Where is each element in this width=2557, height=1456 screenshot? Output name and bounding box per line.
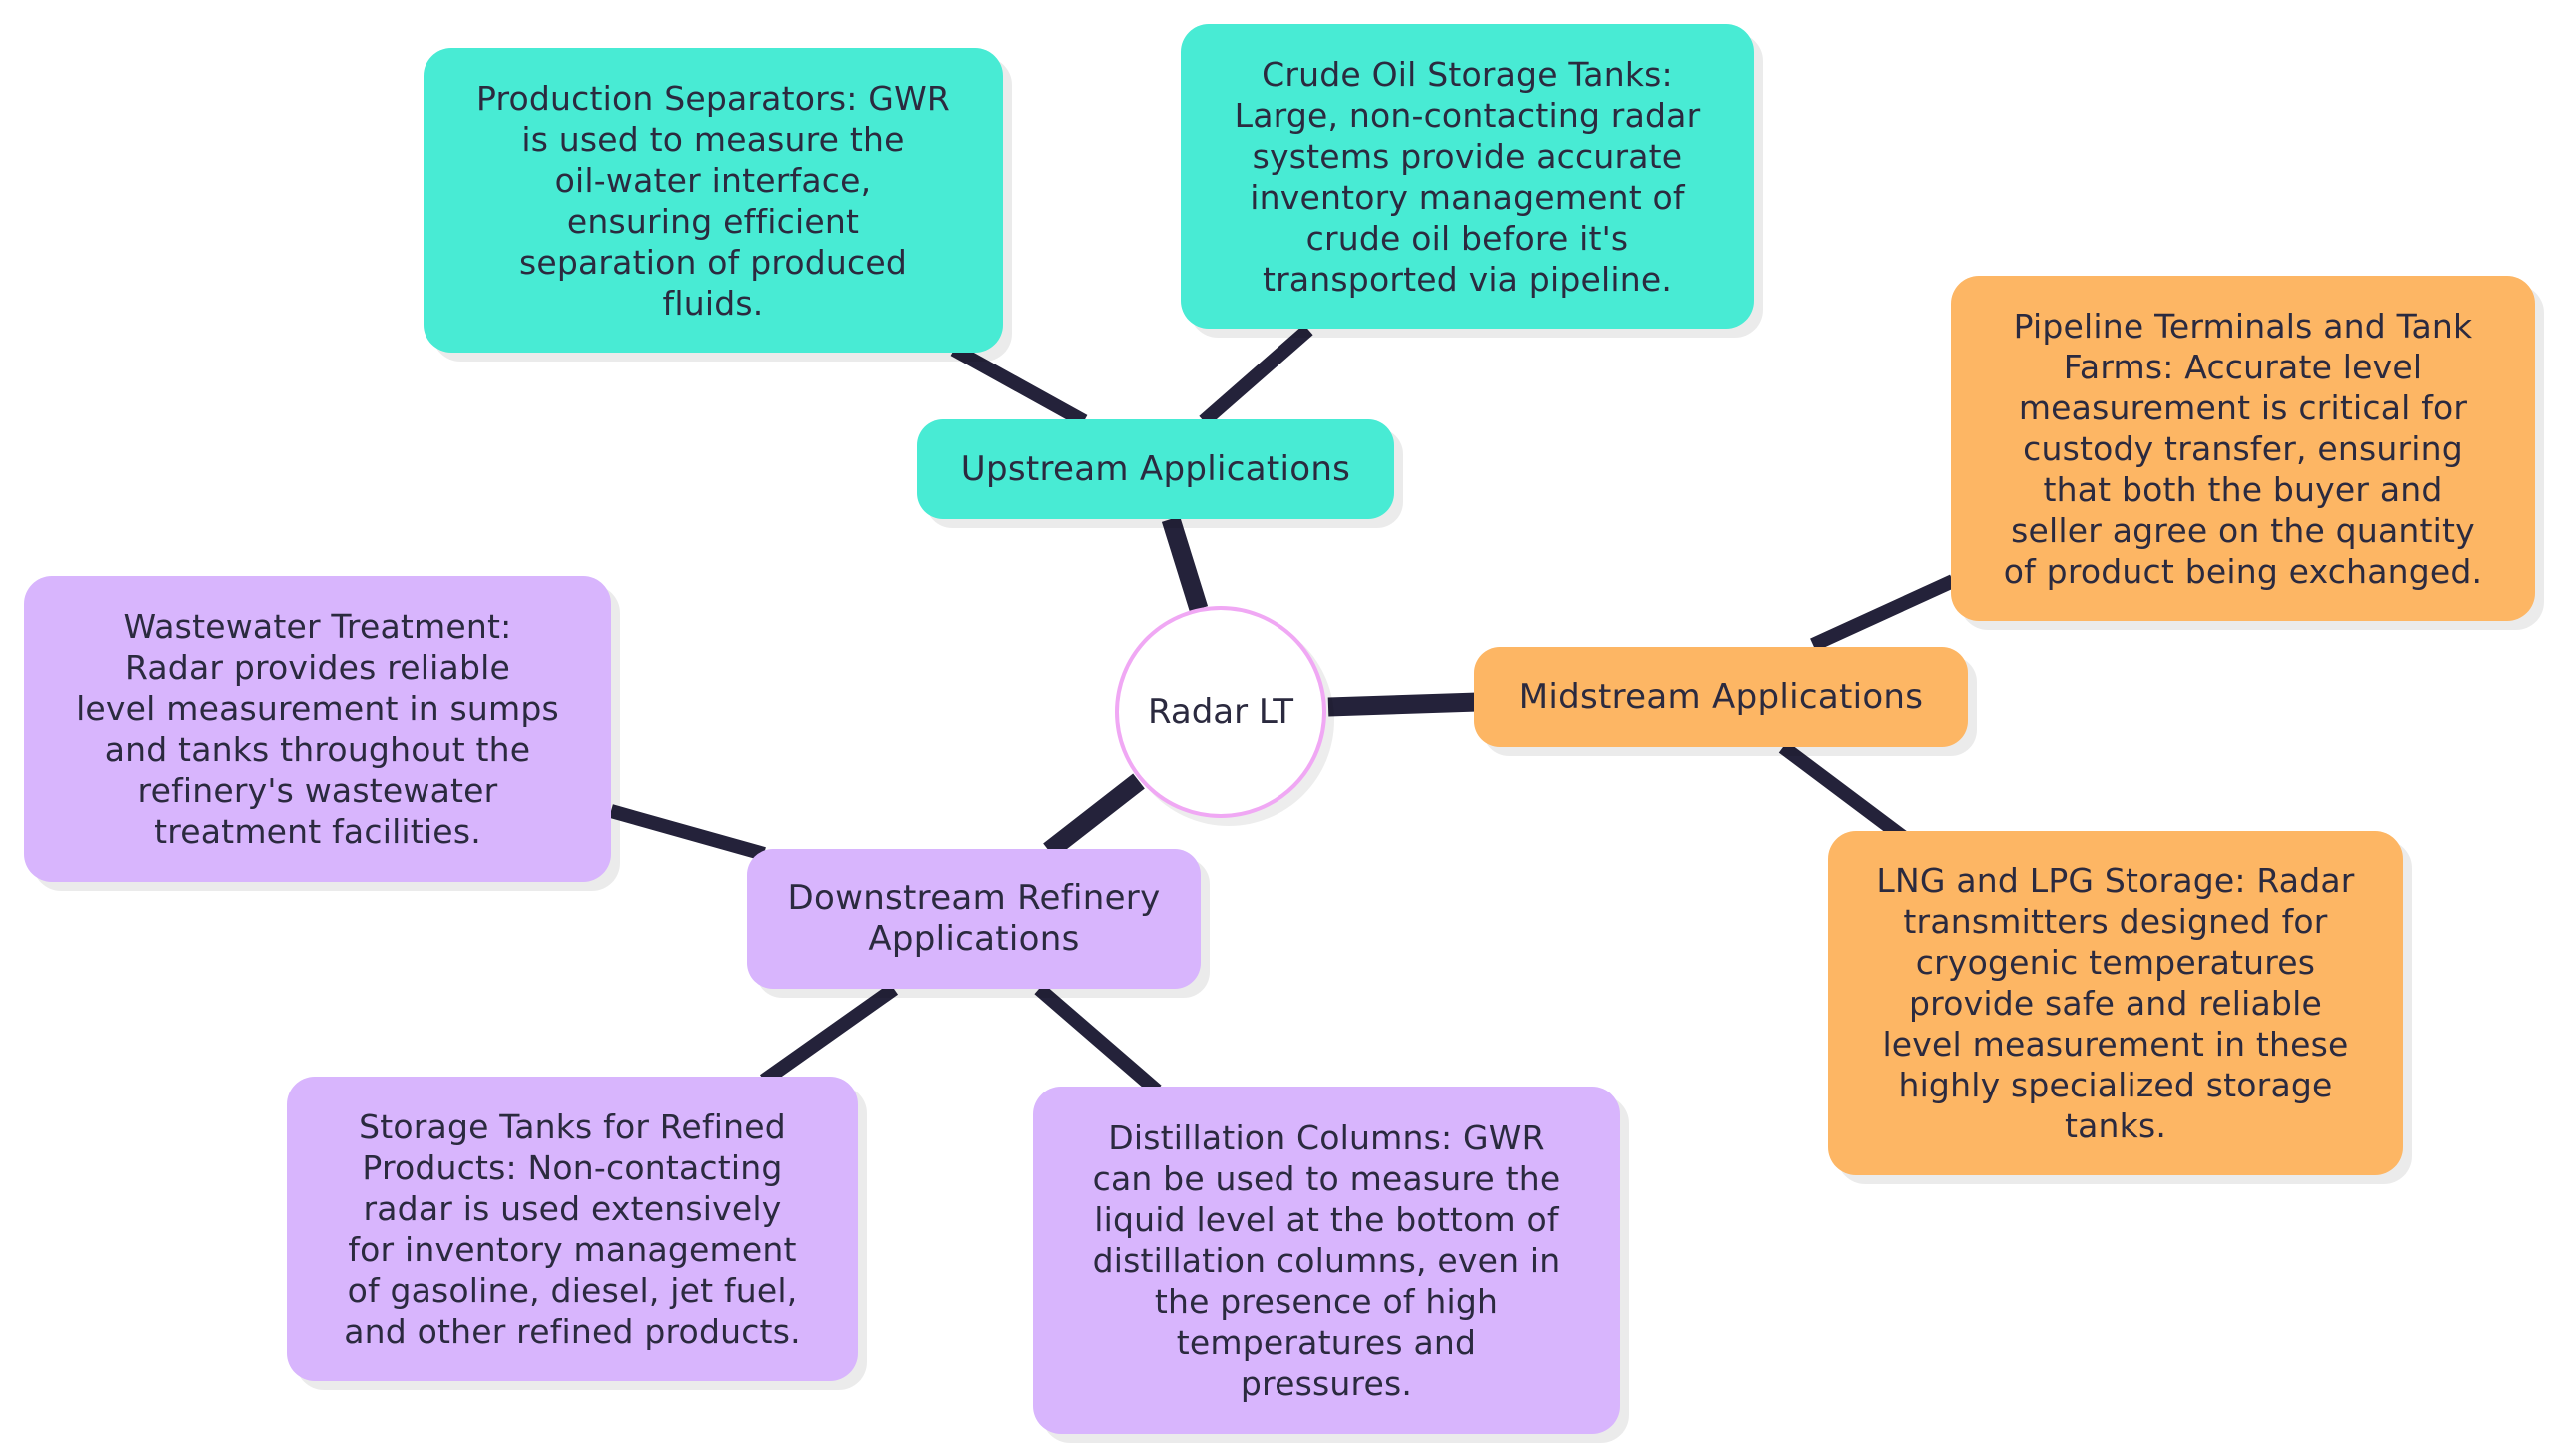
node-wastewater-treatment: Wastewater Treatment: Radar provides rel… xyxy=(24,576,611,882)
edge-downstream-wastewater xyxy=(609,804,766,861)
node-wastewater-treatment-text: Wastewater Treatment: Radar provides rel… xyxy=(76,607,559,851)
edge-root-downstream xyxy=(1043,773,1145,859)
branch-midstream-applications-label: Midstream Applications xyxy=(1518,676,1924,717)
root-node-radar-lt-label: Radar LT xyxy=(1148,692,1293,732)
node-distillation-columns: Distillation Columns: GWR can be used to… xyxy=(1033,1087,1620,1434)
edge-upstream-crude-tanks xyxy=(1199,324,1313,427)
node-lng-lpg-storage-text: LNG and LPG Storage: Radar transmitters … xyxy=(1876,861,2355,1145)
root-node-radar-lt: Radar LT xyxy=(1115,606,1326,818)
edge-midstream-lng xyxy=(1778,741,1908,843)
branch-upstream-applications-label: Upstream Applications xyxy=(960,448,1351,489)
node-crude-oil-storage-tanks-text: Crude Oil Storage Tanks: Large, non-cont… xyxy=(1234,54,1701,299)
node-storage-tanks-refined-products: Storage Tanks for Refined Products: Non-… xyxy=(287,1077,858,1381)
branch-downstream-refinery-applications: Downstream Refinery Applications xyxy=(747,849,1201,989)
node-pipeline-terminals: Pipeline Terminals and Tank Farms: Accur… xyxy=(1951,276,2535,621)
edge-root-upstream xyxy=(1161,516,1209,612)
node-crude-oil-storage-tanks: Crude Oil Storage Tanks: Large, non-cont… xyxy=(1181,24,1754,329)
branch-upstream-applications: Upstream Applications xyxy=(917,419,1394,519)
node-production-separators: Production Separators: GWR is used to me… xyxy=(424,48,1003,353)
node-production-separators-text: Production Separators: GWR is used to me… xyxy=(475,78,951,323)
edge-upstream-separators xyxy=(950,343,1088,428)
node-storage-tanks-refined-products-text: Storage Tanks for Refined Products: Non-… xyxy=(344,1106,801,1351)
edge-downstream-refined xyxy=(759,983,899,1087)
branch-midstream-applications: Midstream Applications xyxy=(1474,647,1968,747)
node-pipeline-terminals-text: Pipeline Terminals and Tank Farms: Accur… xyxy=(2003,306,2483,591)
edge-downstream-distillation xyxy=(1034,983,1162,1096)
edge-root-midstream xyxy=(1327,692,1479,717)
branch-downstream-refinery-applications-label: Downstream Refinery Applications xyxy=(787,878,1161,959)
edge-midstream-pipeline xyxy=(1810,574,1956,652)
node-distillation-columns-text: Distillation Columns: GWR can be used to… xyxy=(1092,1117,1561,1403)
node-lng-lpg-storage: LNG and LPG Storage: Radar transmitters … xyxy=(1828,831,2403,1175)
